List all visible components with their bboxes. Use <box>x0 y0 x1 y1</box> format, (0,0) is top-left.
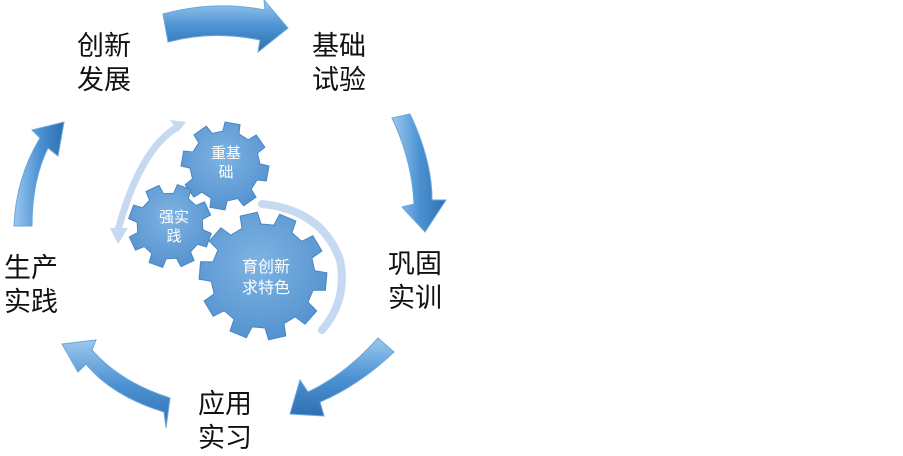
stage-produce-line1: 生产 <box>4 253 58 284</box>
stage-consolidate-line2: 实训 <box>388 283 442 314</box>
gearLeft-shape <box>128 184 212 268</box>
gear-left-label-line2: 践 <box>166 227 182 245</box>
gear-left-label-line1: 强实 <box>158 208 189 226</box>
stage-basic-line1: 基础 <box>312 31 366 62</box>
stage-apply-line1: 应用 <box>198 389 252 420</box>
stage-innovate: 创新 发展 <box>77 30 131 98</box>
stage-apply: 应用 实习 <box>198 388 252 456</box>
inner-arc-arrowhead-top <box>170 120 186 132</box>
gearTop-shape <box>180 121 270 211</box>
gear-top-label-line1: 重基 <box>210 144 241 162</box>
inner-arc-right <box>258 200 346 334</box>
stage-produce-line2: 实践 <box>4 287 58 318</box>
arrow-innovate-to-basic <box>162 0 289 54</box>
stage-produce: 生产 实践 <box>4 252 58 320</box>
gearCenter-shape <box>198 211 328 341</box>
inner-arc-arrowhead-left <box>110 228 128 244</box>
arrow-basic-to-consolidate <box>391 113 447 233</box>
arrow-consolidate-to-apply <box>289 337 395 417</box>
stage-innovate-line1: 创新 <box>77 31 131 62</box>
stage-apply-line2: 实习 <box>198 423 252 454</box>
stage-basic: 基础 试验 <box>312 30 366 98</box>
inner-arc-top-left <box>114 124 180 234</box>
gear-top <box>180 121 270 211</box>
gear-left-label: 强实 践 <box>144 208 204 246</box>
stage-consolidate: 巩固 实训 <box>388 248 442 316</box>
gear-center-label-line1: 育创新 <box>241 257 290 276</box>
arrow-apply-to-produce <box>61 339 171 429</box>
gear-top-label-line2: 础 <box>218 163 234 181</box>
gear-left <box>128 184 212 268</box>
stage-innovate-line2: 发展 <box>77 65 131 96</box>
stage-basic-line2: 试验 <box>312 65 366 96</box>
gear-center-label: 育创新 求特色 <box>226 256 306 298</box>
arrow-produce-to-innovate <box>13 121 65 227</box>
gear-center <box>198 211 328 341</box>
gear-top-label: 重基 础 <box>196 144 256 182</box>
gear-center-label-line2: 求特色 <box>241 278 290 297</box>
stage-consolidate-line1: 巩固 <box>388 249 442 280</box>
